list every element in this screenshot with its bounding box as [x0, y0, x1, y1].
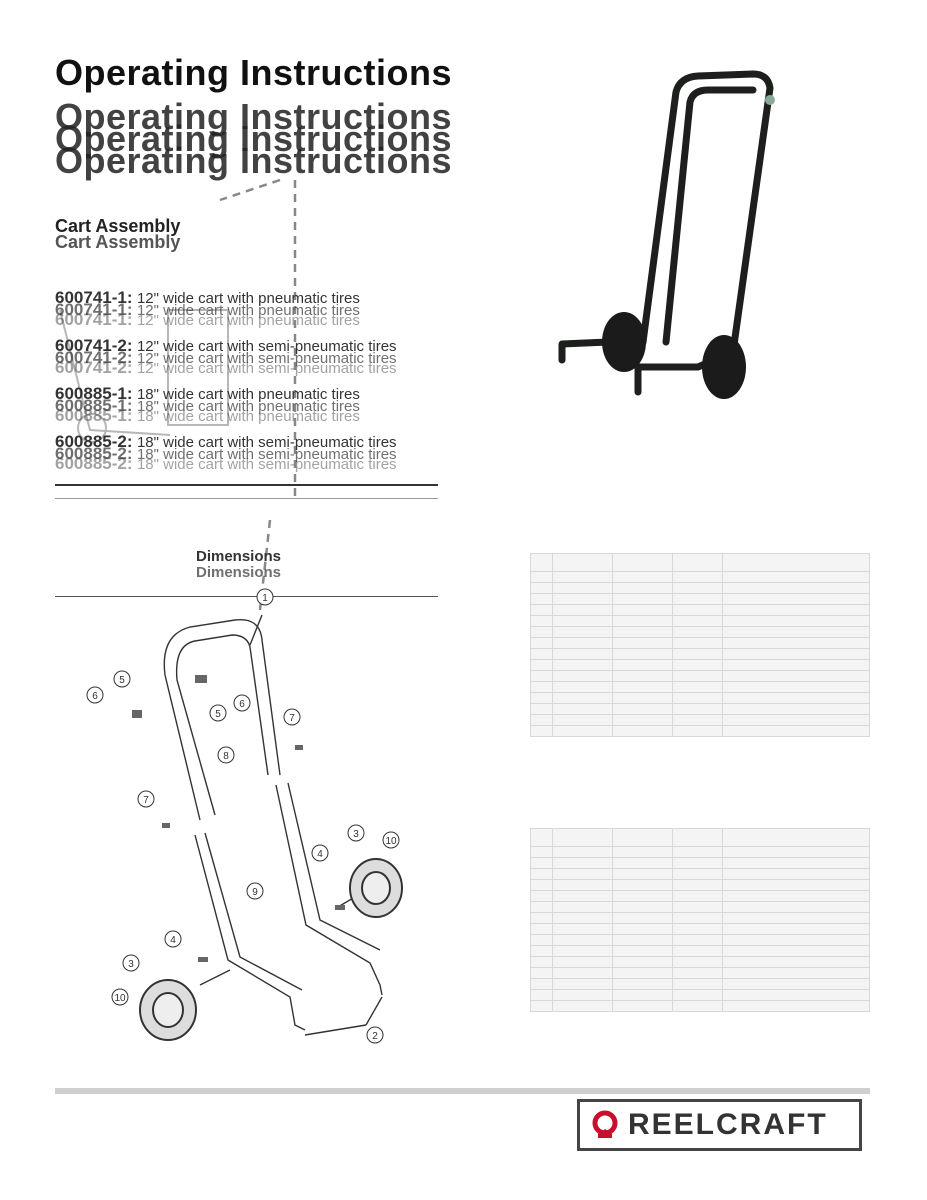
bracket-part	[132, 710, 142, 718]
model-item: 600741-2: 12" wide cart with semi-pneuma…	[55, 336, 397, 377]
dimensions-label: Dimensions	[196, 548, 282, 565]
left-frame-rail	[639, 70, 774, 356]
callout-6-label: 6	[239, 699, 245, 710]
callout-2-label: 2	[372, 1031, 378, 1042]
callout-5-label: 5	[119, 675, 125, 686]
small-wheel-sketch	[77, 413, 107, 443]
dimensions-label-ghost: Dimensions	[196, 564, 282, 581]
callout-8-label: 8	[223, 751, 229, 762]
bracket-part	[195, 675, 207, 683]
page-title-ghost: Operating Instructions	[55, 140, 453, 181]
lower-frame-right	[275, 782, 383, 996]
callout-7-label: 7	[143, 795, 149, 806]
callout-3-label: 3	[353, 829, 359, 840]
model-item: 600885-2: 18" wide cart with semi-pneuma…	[55, 432, 397, 473]
callout-10-label: 10	[114, 993, 126, 1004]
page-title: Operating Instructions	[55, 52, 453, 93]
rear-wheel	[349, 858, 403, 918]
section-heading-ghost: Cart Assembly	[55, 232, 181, 252]
small-cart-sketch	[59, 309, 171, 436]
bolt-part	[335, 905, 345, 910]
bolt-part	[198, 957, 208, 962]
callout-8	[217, 746, 235, 764]
callout-3	[122, 954, 140, 972]
callout-10	[382, 831, 400, 849]
callout-6	[233, 694, 251, 712]
lower-frame	[194, 832, 306, 1031]
callout-1	[256, 588, 274, 606]
callout-9	[246, 882, 264, 900]
callout-1-label: 1	[262, 593, 268, 604]
dimension-line	[55, 596, 438, 597]
reelcraft-logo: REELCRAFT	[577, 1099, 862, 1151]
exploded-diagram: 1 2 3 3 4 4 5 5 6 6 7 7 8 9 10 10	[86, 588, 403, 1044]
right-wheel	[702, 335, 746, 399]
callout-7	[283, 708, 301, 726]
bolt-part	[162, 823, 170, 828]
page-title-ghost: Operating Instructions	[55, 118, 453, 159]
divider	[55, 484, 438, 486]
parts-table	[530, 553, 870, 737]
callout-4-label: 4	[317, 849, 323, 860]
page-title-ghost: Operating Instructions	[55, 96, 453, 137]
callout-7-label: 7	[289, 713, 295, 724]
callout-5	[209, 704, 227, 722]
section-heading: Cart Assembly	[55, 216, 181, 236]
callout-4-label: 4	[170, 935, 176, 946]
callout-group	[86, 588, 400, 1044]
callout-4	[164, 930, 182, 948]
model-item: 600741-1: 12" wide cart with pneumatic t…	[55, 288, 360, 329]
cart-photo	[558, 70, 775, 399]
callout-3	[347, 824, 365, 842]
callout-3-label: 3	[128, 959, 134, 970]
callout-5-label: 5	[215, 709, 221, 720]
bolt-part	[295, 745, 303, 750]
callout-7	[137, 790, 155, 808]
reel-logo-icon	[592, 1110, 618, 1138]
callout-9-label: 9	[252, 887, 258, 898]
footer-bar	[55, 1088, 870, 1094]
model-item: 600885-1: 18" wide cart with pneumatic t…	[55, 384, 360, 425]
frame-sketch	[167, 309, 229, 426]
callout-10-label: 10	[385, 836, 397, 847]
right-frame-rail	[662, 86, 757, 346]
parts-table	[530, 828, 870, 1012]
front-wheel	[139, 979, 197, 1041]
mount-bracket-icon	[765, 95, 775, 105]
callout-4	[311, 844, 329, 862]
callout-10	[111, 988, 129, 1006]
callout-6-label: 6	[92, 691, 98, 702]
callout-5	[113, 670, 131, 688]
brand-wordmark: REELCRAFT	[628, 1108, 828, 1141]
callout-6	[86, 686, 104, 704]
model-list: 600741-1: 12" wide cart with pneumatic t…	[55, 288, 440, 480]
callout-2	[366, 1026, 384, 1044]
upper-frame	[163, 618, 281, 821]
divider	[55, 498, 438, 499]
left-wheel	[602, 312, 646, 372]
